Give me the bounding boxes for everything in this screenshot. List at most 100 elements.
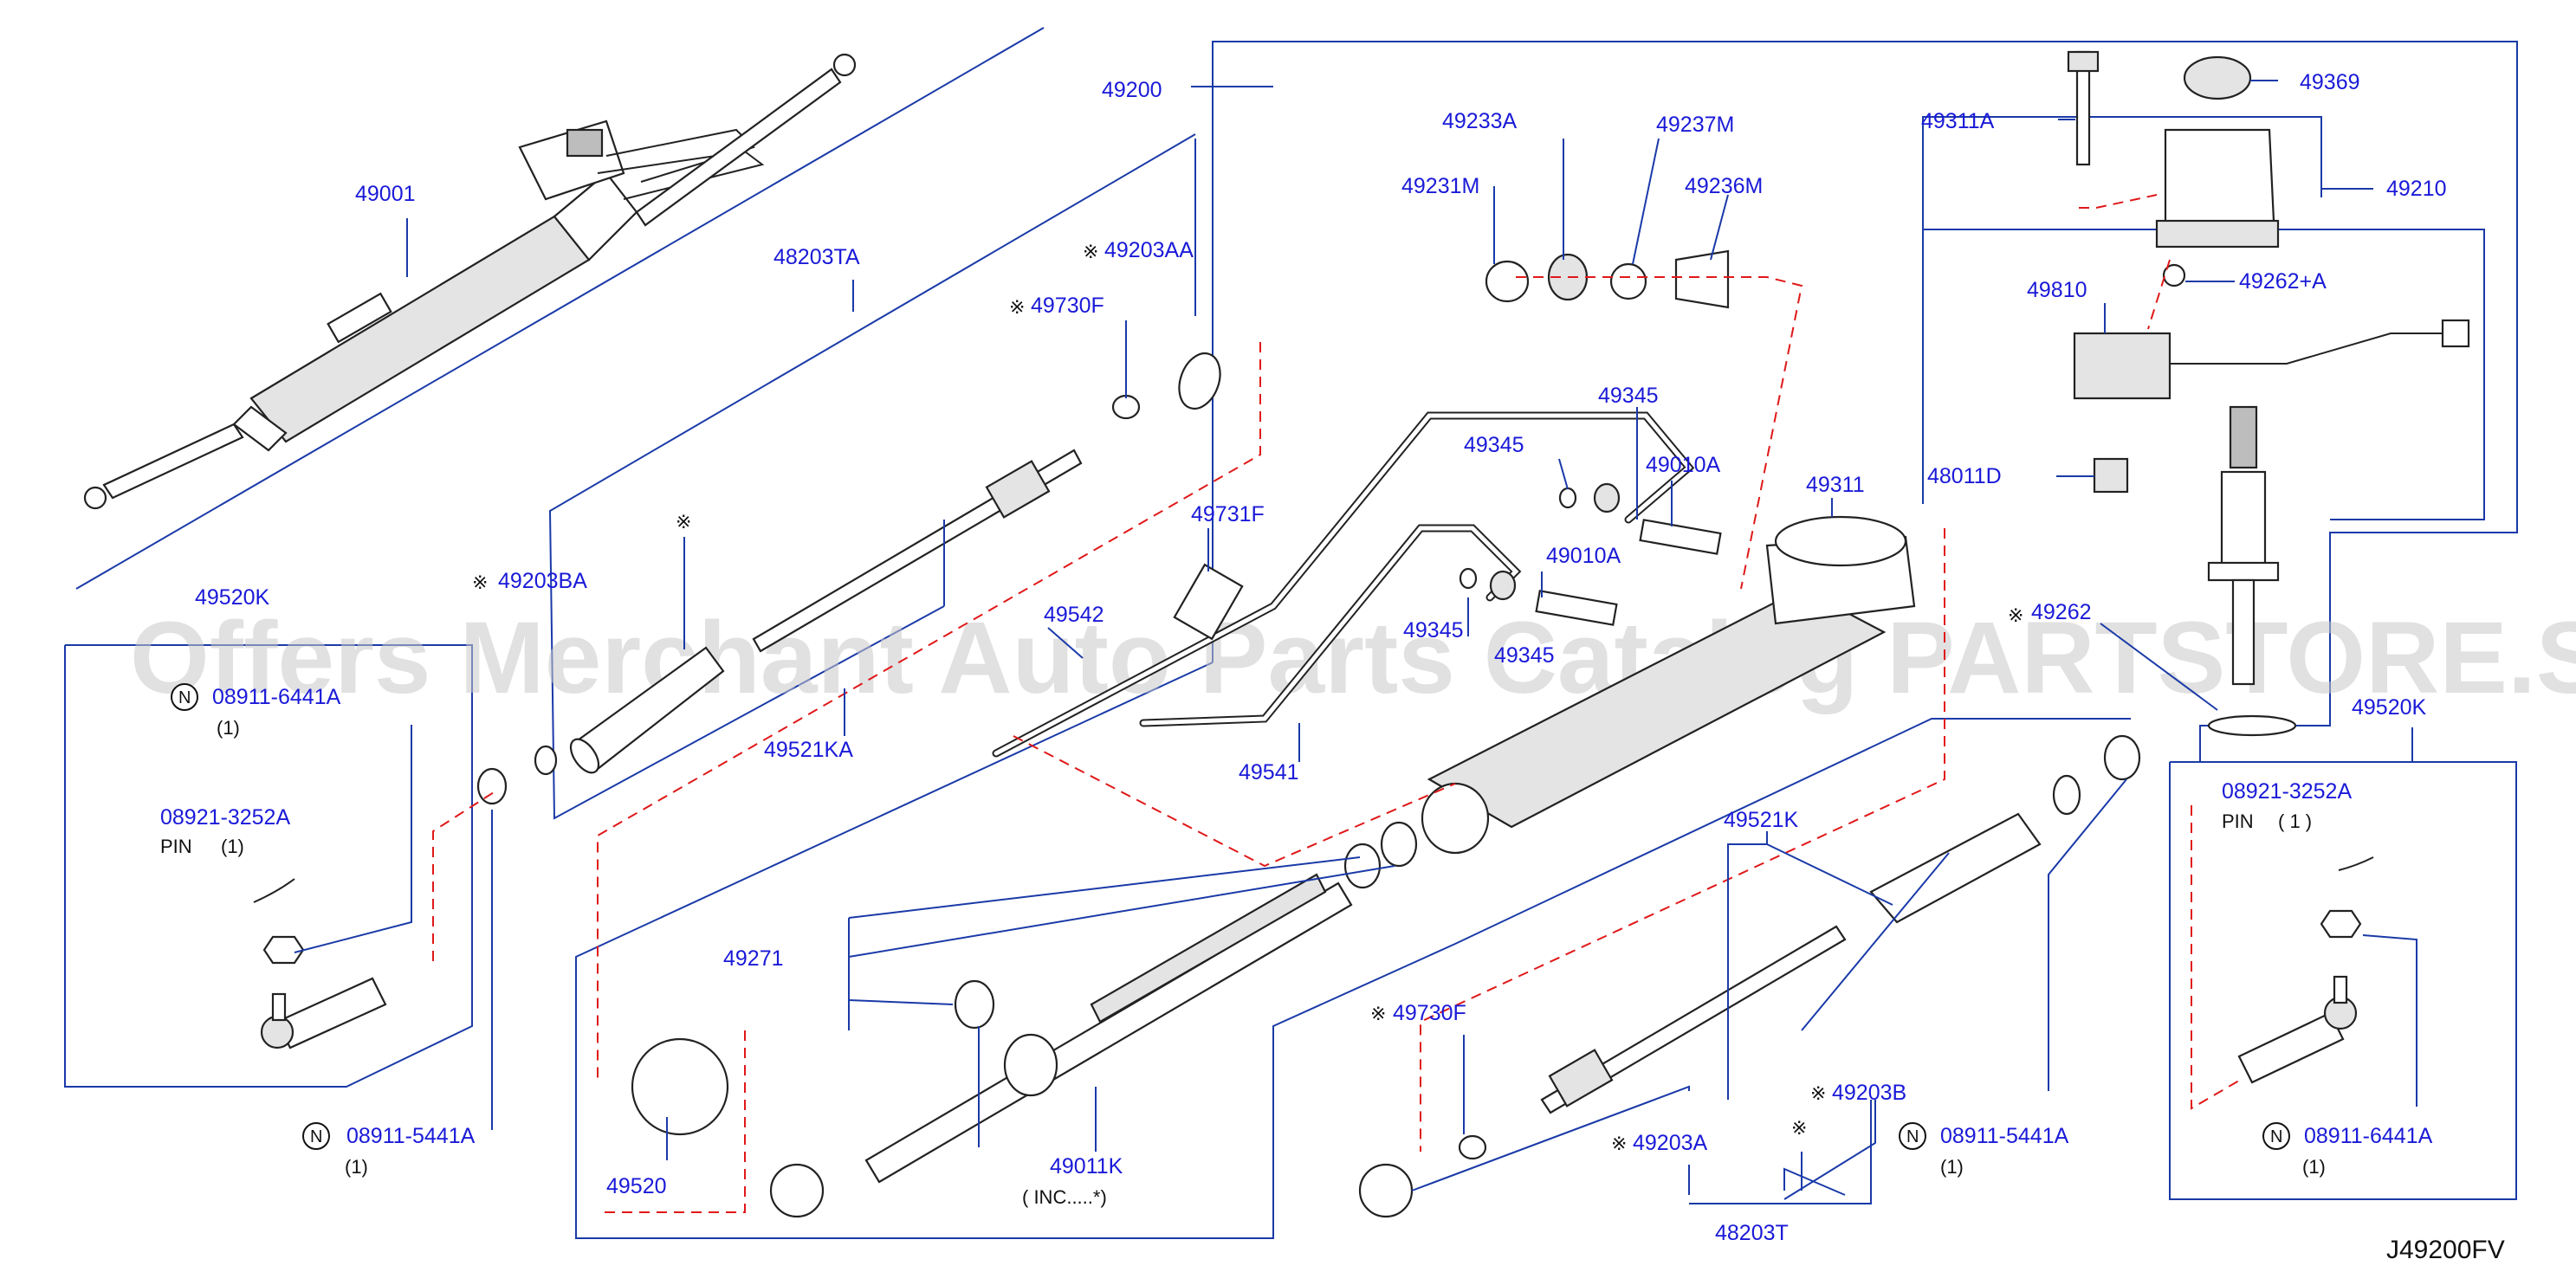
oring-49262 — [2207, 714, 2297, 737]
label-qty-left-2: (1) — [221, 836, 244, 857]
label-49236M: 49236M — [1685, 174, 1763, 198]
dash-right-rack — [1420, 528, 1945, 1152]
dashed-assembly-lines — [432, 194, 2244, 1213]
frame-48203T — [1689, 1100, 1872, 1204]
tie-rod-end-body-right — [2237, 1011, 2345, 1084]
rack-teeth — [1090, 873, 1327, 1023]
label-49345-a: 49345 — [1598, 384, 1659, 408]
n-symbol-text-4: N — [2270, 1127, 2282, 1146]
steering-rack-assembly-49001 — [83, 53, 857, 510]
label-49541: 49541 — [1239, 760, 1299, 785]
label-49311: 49311 — [1806, 473, 1865, 497]
label-48011D: 48011D — [1927, 464, 2002, 488]
washer-49345-c — [1459, 567, 1478, 590]
housing-tube-end — [1421, 782, 1490, 855]
dash-valve — [1516, 276, 1803, 590]
note-mark-49203BA: ※ — [472, 571, 488, 593]
frame-49520K-left — [64, 644, 473, 1088]
pin-08921-3252A-right — [2338, 856, 2374, 871]
pinion-shaft-upper — [2220, 470, 2267, 578]
tie-rod-end-right-group — [2237, 856, 2374, 1084]
pipe-group — [992, 411, 1722, 758]
washer-49345-b — [1593, 482, 1621, 513]
frame-48203TA — [548, 133, 1196, 820]
label-49521KA: 49521KA — [764, 738, 853, 762]
label-49311A: 49311A — [1921, 109, 1995, 133]
boot-clamp-small — [569, 738, 600, 774]
tie-rod-left — [102, 423, 244, 500]
label-49520: 49520 — [606, 1174, 667, 1198]
inner-tie-rod-right-ball — [1548, 1049, 1614, 1107]
nut-08911-6441A-left — [262, 935, 305, 965]
label-49237M: 49237M — [1656, 113, 1734, 137]
mount-bracket — [327, 292, 392, 344]
frame-49520K-right — [2169, 761, 2517, 1200]
rack-bar-49011K — [864, 881, 1353, 1184]
n-symbol-08911-6441A-right — [2262, 1122, 2290, 1150]
clamp-49203B — [2052, 774, 2081, 816]
dash-tie-left — [432, 791, 495, 961]
rack-collar — [1003, 1033, 1058, 1097]
sensor-cable-49810 — [2170, 333, 2469, 365]
label-49345-b: 49345 — [1464, 433, 1524, 457]
inner-tie-rod-48203TA — [534, 352, 1221, 776]
tie-rod-end-body-left — [275, 977, 387, 1049]
boot-bellow-left — [232, 405, 288, 452]
note-mark-49262: ※ — [2008, 604, 2023, 626]
leader-49542 — [1047, 627, 1084, 659]
note-mark-49730F-b: ※ — [1370, 1003, 1386, 1024]
note-mark-49203B: ※ — [1810, 1082, 1826, 1104]
pinion-top — [566, 128, 604, 158]
note-mark-48203T: ※ — [1791, 1117, 1807, 1139]
pin-08921-3252A-left — [253, 878, 295, 903]
leader-49203A-b — [1411, 1085, 1690, 1191]
valve-seal-group — [1485, 249, 1730, 309]
label-49345-d: 49345 — [1494, 643, 1555, 668]
washer-49345-d — [1489, 570, 1517, 601]
watermark-text: Offers Merchant Auto Parts Catalog PARTS… — [130, 601, 2576, 715]
clamp-49203BA — [534, 745, 558, 776]
label-49203A: 49203A — [1633, 1131, 1708, 1155]
tie-rod-end-left-group — [253, 767, 508, 1049]
leader-49236M — [1710, 194, 1729, 261]
n-symbol-text-2: N — [310, 1127, 322, 1146]
leader-49271-b — [848, 865, 1395, 958]
housing-flange-49210 — [2155, 219, 2280, 249]
dash-pipe — [1013, 735, 1456, 868]
label-qty-right-2: (1) — [1940, 1156, 1964, 1178]
leader-08911-6441A-left — [294, 725, 412, 953]
leader-lines — [294, 80, 2417, 1204]
washer-49730F-bottom — [1458, 1134, 1487, 1160]
washer-49730F-top — [1111, 394, 1141, 420]
n-symbol-text-1: N — [178, 688, 191, 707]
washer-49345-a — [1558, 487, 1577, 509]
label-49520K-left: 49520K — [195, 585, 270, 610]
note-mark-49203AA: ※ — [1083, 241, 1098, 262]
inner-tie-rod-right-shaft — [1540, 925, 1847, 1114]
label-qty-right-3: (1) — [2302, 1156, 2326, 1178]
label-49810: 49810 — [2027, 278, 2087, 302]
note-mark-49203A: ※ — [1611, 1133, 1627, 1154]
label-49200: 49200 — [1102, 78, 1162, 102]
leader-08911-5441A-right — [2048, 778, 2127, 1091]
group-frames — [64, 27, 2518, 1239]
part-labels: 49001 49200 48203TA 49203AA 49730F 49203… — [160, 70, 2447, 1245]
label-49542: 49542 — [1044, 603, 1104, 627]
label-49203BA: 49203BA — [498, 569, 587, 593]
note-mark-48203TA: ※ — [676, 511, 691, 533]
housing-flange-49311 — [1774, 515, 1907, 567]
tie-rod-end-ball-left — [260, 1015, 294, 1049]
inner-tie-rod-ball — [985, 460, 1051, 519]
label-08921-3252A-right: 08921-3252A — [2222, 779, 2352, 804]
n-symbol-08911-5441A-left — [302, 1122, 330, 1150]
dash-49262A — [2147, 259, 2171, 330]
leader-48203T — [1783, 1167, 1846, 1196]
dash-left-bushing — [598, 1030, 746, 1213]
dash-left-rack — [597, 342, 1261, 1078]
label-49520K-right: 49520K — [2352, 695, 2427, 720]
label-49231M: 49231M — [1401, 174, 1479, 198]
label-49730F-b: 49730F — [1393, 1001, 1466, 1025]
frame-49210-top — [1922, 116, 2322, 221]
bolt-48011D — [2093, 457, 2129, 494]
sensor-49810 — [2073, 332, 2171, 400]
